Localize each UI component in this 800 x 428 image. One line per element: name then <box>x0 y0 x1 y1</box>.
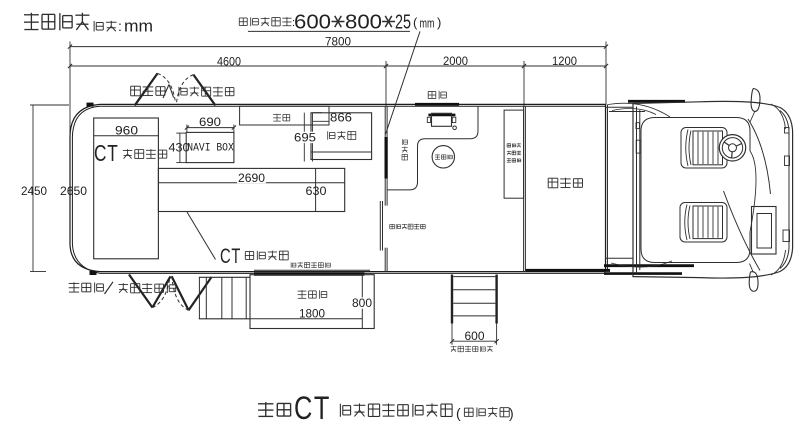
svg-text:CT: CT <box>94 140 119 166</box>
svg-text:630: 630 <box>306 184 327 198</box>
svg-text:800: 800 <box>345 12 382 34</box>
svg-text:CT: CT <box>220 245 241 268</box>
svg-text:1800: 1800 <box>299 307 325 321</box>
svg-text:600: 600 <box>465 329 485 343</box>
svg-text:690: 690 <box>199 115 221 129</box>
svg-text:): ) <box>509 405 514 421</box>
svg-text::: : <box>118 18 122 34</box>
svg-text:960: 960 <box>115 124 138 138</box>
svg-text:1200: 1200 <box>552 54 577 68</box>
svg-text:(: ( <box>456 405 461 421</box>
svg-text:2690: 2690 <box>238 171 265 185</box>
svg-text:mm: mm <box>420 16 435 31</box>
svg-text:NAVI BOX: NAVI BOX <box>187 143 234 155</box>
svg-text:2450: 2450 <box>21 184 47 198</box>
svg-text:695: 695 <box>294 131 316 145</box>
svg-text:(: ( <box>413 15 418 30</box>
svg-text:2000: 2000 <box>443 54 468 68</box>
svg-text:2650: 2650 <box>60 184 87 198</box>
svg-text:600: 600 <box>294 12 331 34</box>
svg-text:25: 25 <box>395 12 411 34</box>
svg-text::: : <box>292 17 295 29</box>
svg-text:800: 800 <box>352 296 372 310</box>
svg-text:CT: CT <box>294 390 331 426</box>
svg-text:866: 866 <box>330 110 352 124</box>
svg-text:7800: 7800 <box>325 34 351 48</box>
svg-text:4600: 4600 <box>217 55 241 69</box>
svg-text:): ) <box>437 15 441 30</box>
svg-text:mm: mm <box>124 17 153 36</box>
svg-text:430: 430 <box>169 141 190 155</box>
